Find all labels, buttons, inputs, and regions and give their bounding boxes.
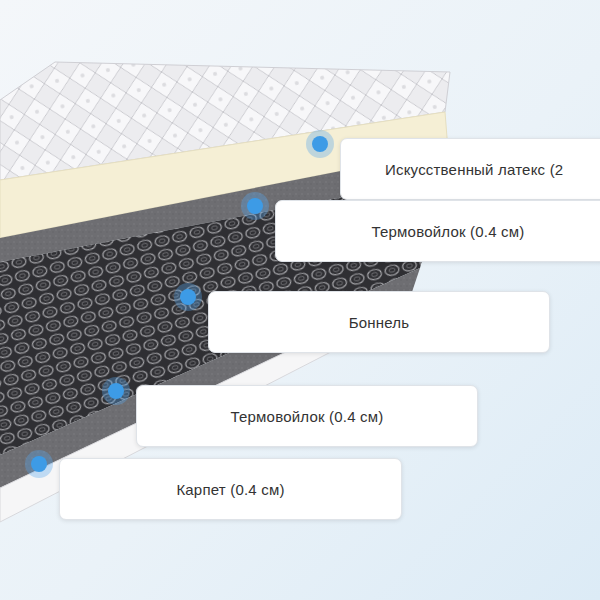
callout-text: Термовойлок (0.4 см) — [372, 223, 525, 240]
callout-box: Искусственный латекс (2 — [340, 138, 600, 200]
marker-dot — [306, 130, 334, 158]
marker-dot — [25, 450, 53, 478]
callout-text: Боннель — [349, 314, 410, 331]
callout-text: Термовойлок (0.4 см) — [231, 408, 384, 425]
callout-box: Термовойлок (0.4 см) — [136, 385, 478, 447]
marker-dot — [241, 192, 269, 220]
callout-box: Карпет (0.4 см) — [59, 458, 402, 520]
marker-dot — [102, 377, 130, 405]
callout-box: Термовойлок (0.4 см) — [275, 200, 600, 262]
callout-text: Искусственный латекс (2 — [385, 161, 563, 178]
marker-dot — [174, 283, 202, 311]
callout-box: Боннель — [208, 291, 550, 353]
callout-text: Карпет (0.4 см) — [176, 481, 284, 498]
